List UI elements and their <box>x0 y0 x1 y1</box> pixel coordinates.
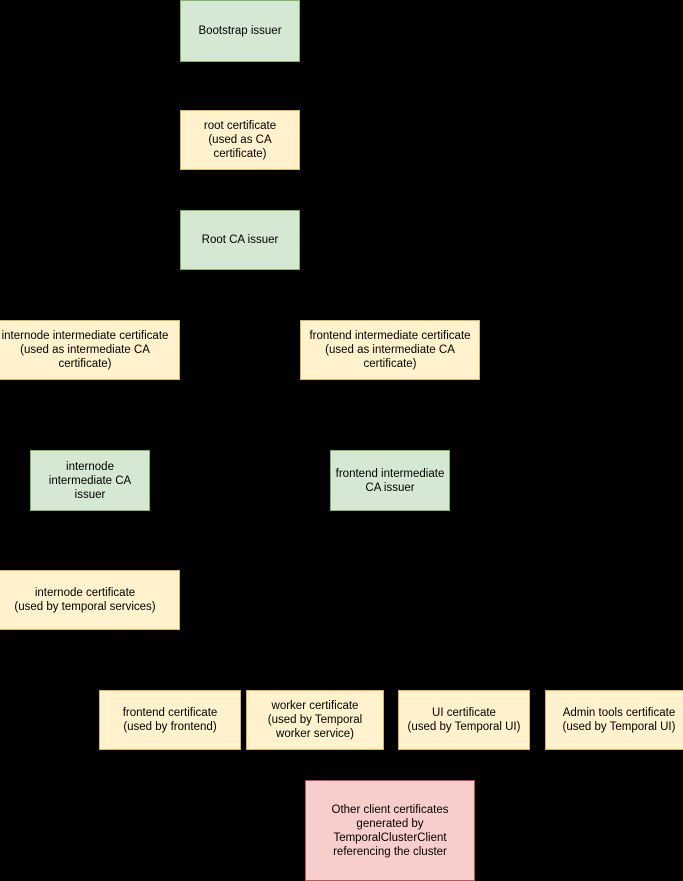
node-internode-intermediate-certificate: internode intermediate certificate (used… <box>0 320 180 380</box>
connector-root-ca-issuer-to-frontend-intermediate-certificate <box>240 270 241 295</box>
connector-root-ca-issuer-to-internode-intermediate-certificate <box>85 295 240 296</box>
node-frontend-certificate: frontend certificate (used by frontend) <box>99 690 241 750</box>
node-admin-tools-certificate: Admin tools certificate (used by Tempora… <box>545 690 683 750</box>
node-worker-certificate: worker certificate (used by Temporal wor… <box>246 690 384 750</box>
connector-frontend-intermediate-ca-issuer-to-admin-tools-certificate <box>619 601 620 690</box>
connector-root-certificate-to-root-ca-issuer <box>240 170 241 210</box>
connector-root-ca-issuer-to-frontend-intermediate-certificate <box>390 295 391 320</box>
connector-internode-intermediate-certificate-to-internode-intermediate-ca-issuer <box>90 415 91 450</box>
connector-frontend-intermediate-certificate-to-frontend-intermediate-ca-issuer <box>390 380 391 450</box>
connector-frontend-intermediate-ca-issuer-to-admin-tools-certificate <box>390 601 619 602</box>
connector-frontend-intermediate-ca-issuer-to-worker-certificate <box>315 601 390 602</box>
node-other-client-certificates: Other client certificates generated by T… <box>305 780 475 881</box>
connector-root-ca-issuer-to-frontend-intermediate-certificate <box>240 295 390 296</box>
connector-internode-intermediate-certificate-to-internode-intermediate-ca-issuer <box>85 415 90 416</box>
connector-frontend-intermediate-ca-issuer-to-worker-certificate <box>315 601 316 690</box>
node-ui-certificate: UI certificate (used by Temporal UI) <box>398 690 530 750</box>
connector-internode-intermediate-ca-issuer-to-internode-certificate <box>85 541 86 570</box>
connector-internode-intermediate-certificate-to-internode-intermediate-ca-issuer <box>85 380 86 415</box>
connector-internode-intermediate-ca-issuer-to-internode-certificate <box>90 511 91 541</box>
node-frontend-intermediate-ca-issuer: frontend intermediate CA issuer <box>330 450 450 511</box>
connector-frontend-intermediate-ca-issuer-to-frontend-certificate <box>170 601 171 690</box>
node-bootstrap-issuer: Bootstrap issuer <box>180 0 300 62</box>
connector-frontend-intermediate-ca-issuer-to-frontend-certificate <box>170 601 390 602</box>
node-root-ca-issuer: Root CA issuer <box>180 210 300 270</box>
connector-bootstrap-issuer-to-root-certificate <box>240 62 241 110</box>
node-internode-certificate: internode certificate (used by temporal … <box>0 570 180 630</box>
node-internode-intermediate-ca-issuer: internode intermediate CA issuer <box>30 450 150 511</box>
connector-frontend-intermediate-ca-issuer-to-ui-certificate <box>464 601 465 690</box>
connector-frontend-intermediate-ca-issuer-to-other-client-certificates <box>390 511 391 780</box>
node-frontend-intermediate-certificate: frontend intermediate certificate (used … <box>300 320 480 380</box>
connector-internode-intermediate-ca-issuer-to-internode-certificate <box>85 541 90 542</box>
connector-root-ca-issuer-to-internode-intermediate-certificate <box>85 295 86 320</box>
node-root-certificate: root certificate (used as CA certificate… <box>180 110 300 170</box>
